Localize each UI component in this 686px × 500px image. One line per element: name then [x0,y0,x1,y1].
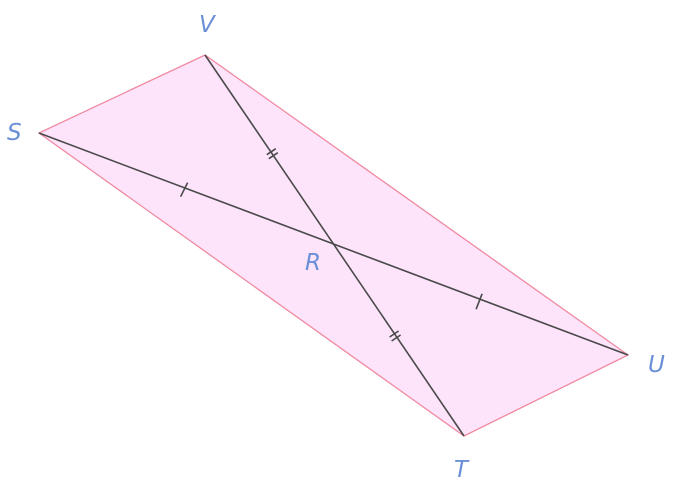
vertex-label-t: T [454,457,470,483]
diagonal-vt [204,54,465,437]
tick-mark-ru [475,293,483,310]
vertex-label-u: U [648,352,665,378]
tick-mark-sr [179,182,189,198]
vertex-label-s: S [7,120,22,146]
double-tick-mark-vr [266,148,279,160]
parallelogram-svut [37,54,630,437]
double-tick-mark-rt [389,330,402,342]
vertex-label-v: V [199,12,217,38]
center-label-r: R [305,250,321,276]
